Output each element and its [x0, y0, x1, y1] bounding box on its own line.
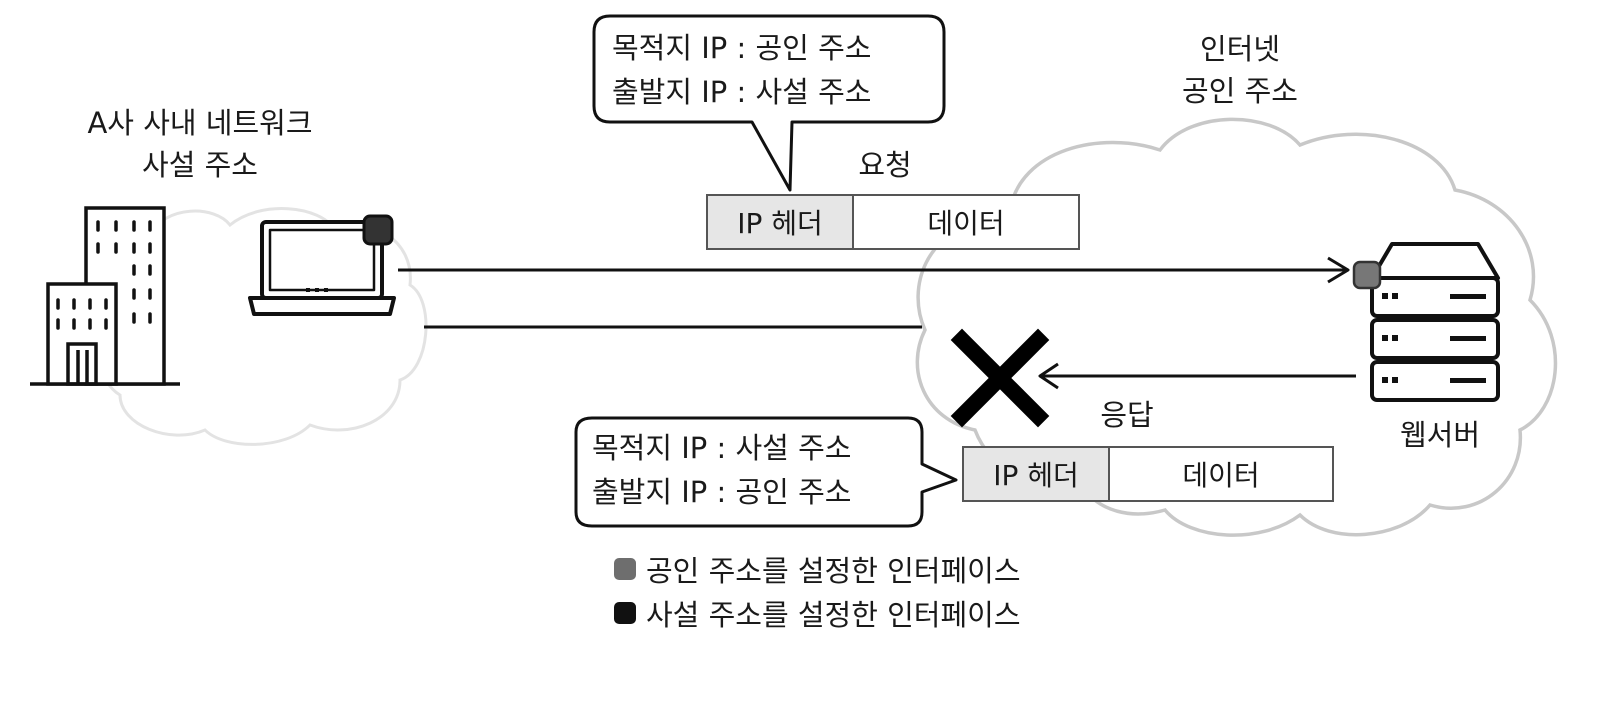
response-arrow	[1038, 362, 1356, 390]
legend-private: 사설 주소를 설정한 인터페이스	[614, 592, 1021, 634]
response-callout-destination: 목적지 IP : 사설 주소	[592, 431, 852, 465]
public-interface-swatch-icon	[614, 558, 636, 580]
internet-title: 인터넷	[1199, 32, 1281, 66]
request-packet: IP 헤더 데이터	[706, 194, 1080, 250]
blocked-x-icon	[950, 328, 1050, 428]
laptop-private-interface	[362, 214, 394, 246]
request-callout-source: 출발지 IP : 사설 주소	[612, 75, 872, 109]
internet-cloud-icon	[915, 117, 1558, 537]
response-packet-data: 데이터	[1182, 459, 1260, 492]
response-label: 응답	[1100, 398, 1154, 432]
server-icon	[1370, 242, 1500, 402]
building-icon	[30, 206, 180, 386]
request-packet-header: IP 헤더	[708, 196, 854, 248]
internet-subtitle: 공인 주소	[1182, 74, 1298, 108]
request-callout-bubble	[592, 14, 946, 192]
request-packet-data: 데이터	[927, 207, 1005, 240]
private-network-title: A사 사내 네트워크	[87, 106, 313, 140]
response-packet-header: IP 헤더	[964, 448, 1110, 500]
private-interface-swatch-icon	[614, 602, 636, 624]
legend-private-label: 사설 주소를 설정한 인터페이스	[646, 598, 1021, 632]
request-label: 요청	[858, 148, 912, 182]
response-callout-source: 출발지 IP : 공인 주소	[592, 475, 852, 509]
web-server-label: 웹서버	[1399, 418, 1481, 452]
response-callout-bubble	[574, 416, 958, 528]
laptop-icon	[248, 220, 396, 316]
request-callout-destination: 목적지 IP : 공인 주소	[612, 31, 872, 65]
private-network-subtitle: 사설 주소	[142, 148, 258, 182]
legend-public-label: 공인 주소를 설정한 인터페이스	[646, 554, 1021, 588]
legend-public: 공인 주소를 설정한 인터페이스	[614, 548, 1021, 590]
response-packet: IP 헤더 데이터	[962, 446, 1334, 502]
server-public-interface	[1352, 260, 1382, 290]
request-arrow	[398, 256, 1350, 284]
